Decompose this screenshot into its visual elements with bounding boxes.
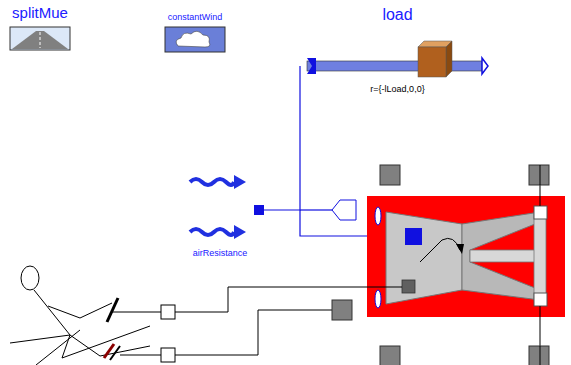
- component-name: load: [382, 6, 412, 24]
- wheel-port: [534, 206, 547, 219]
- steering-arrow: [420, 240, 442, 262]
- component-name: airResistance: [193, 248, 248, 258]
- signal-wire: [112, 312, 161, 313]
- frame-connector: [307, 58, 316, 74]
- wheel: [529, 346, 549, 365]
- wind-component: constantWind: [157, 12, 233, 54]
- signal-wire: [120, 355, 161, 356]
- chassis: [386, 212, 462, 304]
- frame-connection: [260, 66, 300, 210]
- frame-wire: [300, 209, 332, 210]
- road-component: splitMue: [5, 4, 75, 54]
- chassis: [462, 212, 540, 300]
- vehicle-body: [367, 196, 565, 317]
- signal-box: [161, 305, 175, 319]
- wheel: [529, 165, 549, 185]
- rear-axle: [534, 212, 546, 300]
- wheel-port: [375, 207, 381, 225]
- wheel: [380, 165, 400, 185]
- wheel-port: [534, 293, 547, 306]
- driver-head: [21, 266, 39, 290]
- steering-wheel: [107, 298, 118, 322]
- frame-port: [254, 205, 264, 215]
- wind-icon: [165, 27, 225, 52]
- component-name: constantWind: [168, 12, 223, 22]
- wheel: [380, 346, 400, 365]
- driver-arm: [48, 303, 112, 318]
- parameter-label: r={-lLoad,0,0}: [370, 84, 424, 94]
- component-name: splitMue: [12, 4, 68, 21]
- signal-box: [161, 348, 175, 362]
- load-cube: [446, 41, 452, 77]
- wind-arrow: [190, 179, 234, 185]
- air-arrows: [190, 179, 234, 235]
- driver-seat: [36, 330, 80, 365]
- driver-legs: [10, 326, 150, 358]
- wheel-link: [540, 165, 541, 185]
- signal-wire: [175, 287, 402, 312]
- output-connector: [332, 200, 356, 220]
- steering-port: [402, 280, 415, 293]
- load-component: load r={-lLoad,0,0}: [300, 6, 495, 94]
- wheel-link: [540, 346, 541, 365]
- wind-arrow: [190, 229, 234, 235]
- frame-port: [405, 228, 422, 245]
- wheel-link: [540, 306, 541, 365]
- arrow-head: [234, 175, 246, 189]
- air-resistance-component: airResistance: [180, 168, 260, 258]
- pedal: [110, 346, 120, 360]
- signal-wire: [175, 310, 332, 355]
- road-surface: [12, 31, 68, 49]
- frame-connector: [482, 58, 488, 74]
- driver-wires: [112, 287, 402, 355]
- load-cube: [418, 47, 446, 77]
- flange-cylinder: [307, 61, 419, 71]
- driver-figure: [10, 266, 150, 365]
- rear-axle: [470, 250, 540, 262]
- driver-leg: [70, 335, 150, 356]
- road-marking: [40, 32, 41, 48]
- cloud-symbol: [176, 31, 210, 47]
- wheel-port: [375, 290, 381, 308]
- torque-block: [332, 300, 352, 320]
- arrow-head: [234, 225, 246, 239]
- arrow-head: [456, 244, 464, 254]
- road-icon: [10, 27, 70, 50]
